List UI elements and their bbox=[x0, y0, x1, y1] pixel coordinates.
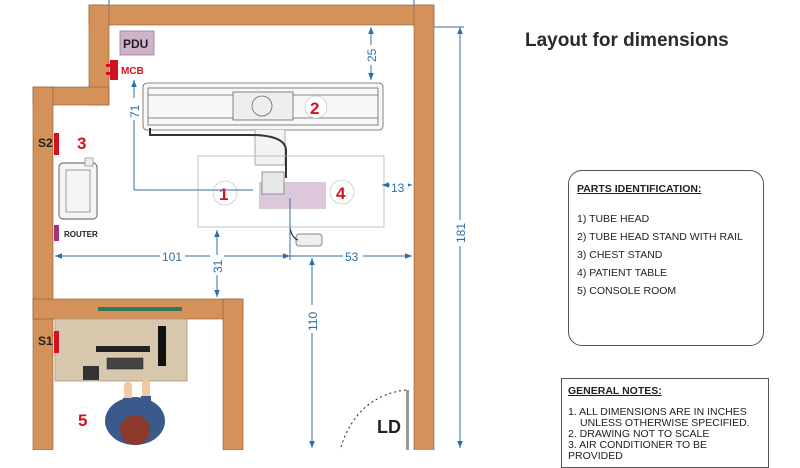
s1-switch bbox=[54, 331, 59, 353]
parts-item: 1) TUBE HEAD bbox=[577, 213, 650, 225]
marker-4: 4 bbox=[336, 184, 346, 203]
marker-4-circle bbox=[329, 179, 355, 205]
note-1-cont: UNLESS OTHERWISE SPECIFIED. bbox=[580, 417, 750, 429]
marker-5-circle bbox=[71, 406, 97, 432]
console-bench bbox=[98, 307, 182, 311]
dim-25: 25 bbox=[365, 48, 379, 62]
parts-item: 4) PATIENT TABLE bbox=[577, 267, 668, 279]
pc-tower bbox=[158, 326, 166, 366]
parts-item: 5) CONSOLE ROOM bbox=[577, 285, 677, 297]
marker-1: 1 bbox=[219, 185, 228, 204]
dim-101: 101 bbox=[162, 250, 182, 264]
parts-item: 3) CHEST STAND bbox=[577, 249, 663, 261]
parts-item: 2) TUBE HEAD STAND WITH RAIL bbox=[577, 231, 743, 243]
parts-identification-box: PARTS IDENTIFICATION: 1) TUBE HEAD 2) TU… bbox=[568, 170, 764, 346]
dim-110: 110 bbox=[306, 312, 320, 331]
note-2: 2. DRAWING NOT TO SCALE bbox=[568, 428, 710, 440]
marker-2: 2 bbox=[310, 99, 319, 118]
wall-left bbox=[32, 86, 54, 450]
dim-31: 31 bbox=[211, 259, 225, 273]
chest-stand bbox=[58, 157, 98, 220]
general-notes-box: GENERAL NOTES: 1. ALL DIMENSIONS ARE IN … bbox=[561, 378, 769, 468]
floor-plan: PDU MCB 2 1 4 S2 3 ROUTER bbox=[32, 0, 468, 450]
tube-head-stand-rail bbox=[142, 82, 384, 131]
ld-label: LD bbox=[377, 417, 401, 437]
router-label: ROUTER bbox=[64, 230, 98, 239]
patient-table-outline bbox=[197, 155, 385, 228]
pdu: PDU bbox=[119, 30, 155, 56]
cable bbox=[149, 128, 287, 178]
foot-pedal bbox=[295, 233, 323, 247]
wall-top bbox=[88, 4, 435, 26]
note-1: 1. ALL DIMENSIONS ARE IN INCHES bbox=[568, 406, 747, 418]
operator bbox=[105, 380, 165, 445]
dim-181: 181 bbox=[454, 223, 468, 243]
note-3: 3. AIR CONDITIONER TO BE PROVIDED bbox=[568, 439, 708, 462]
dim-71: 71 bbox=[128, 104, 142, 118]
marker-3-circle bbox=[71, 130, 95, 154]
s1-label: S1 bbox=[38, 334, 53, 348]
wall-right bbox=[413, 4, 435, 450]
wall-console-right bbox=[222, 298, 244, 450]
s2-label: S2 bbox=[38, 136, 53, 150]
router bbox=[54, 225, 59, 241]
page-title: Layout for dimensions bbox=[525, 30, 729, 51]
s2-switch bbox=[54, 133, 59, 155]
pdu-label: PDU bbox=[123, 37, 148, 51]
marker-5: 5 bbox=[78, 411, 87, 430]
parts-header: PARTS IDENTIFICATION: bbox=[577, 183, 702, 195]
marker-3: 3 bbox=[77, 134, 86, 153]
marker-2-circle bbox=[304, 95, 328, 119]
mouse-pad bbox=[83, 366, 99, 380]
dim-53: 53 bbox=[345, 250, 359, 264]
keyboard bbox=[106, 357, 144, 370]
mcb: MCB bbox=[106, 60, 144, 80]
walls bbox=[32, 4, 435, 450]
monitor bbox=[96, 346, 150, 352]
mcb-label: MCB bbox=[121, 66, 144, 77]
dim-13: 13 bbox=[391, 181, 405, 195]
marker-1-circle bbox=[212, 180, 238, 206]
notes-header: GENERAL NOTES: bbox=[568, 385, 662, 397]
lead-door bbox=[339, 389, 409, 450]
